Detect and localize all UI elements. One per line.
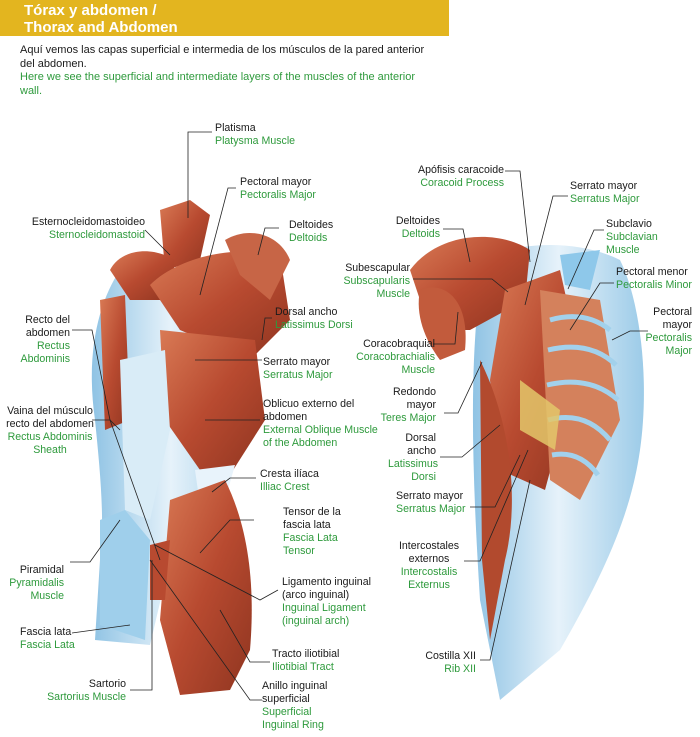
label-platysma: Platisma Platysma Muscle <box>215 122 296 147</box>
subclavius-blue <box>560 250 600 290</box>
neck-muscle <box>160 200 210 270</box>
label-teres-major: Redondo mayor Teres Major <box>380 386 436 424</box>
label-external-oblique: Oblicuo externo del abdomen External Obl… <box>263 398 378 449</box>
arm-stump <box>418 287 466 360</box>
label-fascia-lata: Fascia lata Fascia Lata <box>20 626 75 651</box>
deltoid-left <box>225 232 290 300</box>
label-sternocleidomastoid: Esternocleidomastoideo Sternocleidomasto… <box>31 216 145 241</box>
label-pectoralis-minor: Pectoral menor Pectoralis Minor <box>616 266 692 291</box>
label-pyramidalis: Piramidal Pyramidalis Muscle <box>9 564 64 602</box>
intro-english: Here we see the superficial and intermed… <box>20 71 415 97</box>
label-deltoids-left: Deltoides Deltoids <box>289 219 334 244</box>
coracobrachialis-yellow <box>520 380 560 450</box>
label-subscapularis: Subescapular Subscapularis Muscle <box>343 262 410 300</box>
side-torso-figure <box>410 236 644 700</box>
rib-cage <box>540 290 620 500</box>
title-spanish: Tórax y abdomen / <box>24 2 157 19</box>
label-rib-xii: Costilla XII Rib XII <box>425 650 476 675</box>
label-coracobrachialis: Coracobraquial Coracobrachialis Muscle <box>356 338 435 376</box>
label-sartorius: Sartorio Sartorius Muscle <box>47 678 126 703</box>
fascia-lata-left <box>100 510 150 640</box>
rectus-sheath <box>120 350 170 520</box>
label-serratus-right-bottom: Serrato mayor Serratus Major <box>396 490 466 515</box>
oblique-left <box>160 330 265 475</box>
pyramidalis <box>150 540 170 600</box>
lateral-muscle-right <box>480 360 512 640</box>
title-english: Thorax and Abdomen <box>24 19 178 36</box>
label-serratus-left: Serrato mayor Serratus Major <box>263 356 333 381</box>
title-banner: Tórax y abdomen / Thorax and Abdomen <box>0 0 449 36</box>
label-inguinal-ligament: Ligamento inguinal (arco inguinal) Ingui… <box>282 576 371 627</box>
label-iliac-crest: Cresta ilíaca Illiac Crest <box>260 468 319 493</box>
label-tensor-fascia-lata: Tensor de la fascia lata Fascia Lata Ten… <box>283 506 341 557</box>
label-latissimus-right: Dorsal ancho Latissimus Dorsi <box>388 432 439 483</box>
label-pectoralis-major-right: Pectoral mayor Pectoralis Major <box>645 306 692 357</box>
label-subclavian: Subclavio Subclavian Muscle <box>606 218 658 256</box>
label-latissimus-left: Dorsal ancho Latissimus Dorsi <box>275 306 353 331</box>
front-torso-figure <box>91 200 290 695</box>
intro-text: Aquí vemos las capas superficial e inter… <box>20 44 440 98</box>
label-rectus-sheath: Vaina del músculo recto del abdomen Rect… <box>6 405 94 456</box>
label-iliotibial-tract: Tracto iliotibial Iliotibial Tract <box>272 648 340 673</box>
label-coracoid-process: Apófisis caracoide Coracoid Process <box>418 164 504 189</box>
label-serratus-right-top: Serrato mayor Serratus Major <box>570 180 640 205</box>
label-intercostal: Intercostales externos Intercostalis Ext… <box>398 540 460 591</box>
label-rectus-abdominis: Recto del abdomen Rectus Abdominis <box>20 314 70 365</box>
label-pectoralis-major: Pectoral mayor Pectoralis Major <box>240 176 316 201</box>
label-superficial-inguinal-ring: Anillo inguinal superficial Superficial … <box>262 680 328 731</box>
leader-lines <box>70 131 648 701</box>
intro-spanish: Aquí vemos las capas superficial e inter… <box>20 44 425 70</box>
label-deltoids-right: Deltoides Deltoids <box>395 215 440 240</box>
thigh-left <box>160 480 252 695</box>
